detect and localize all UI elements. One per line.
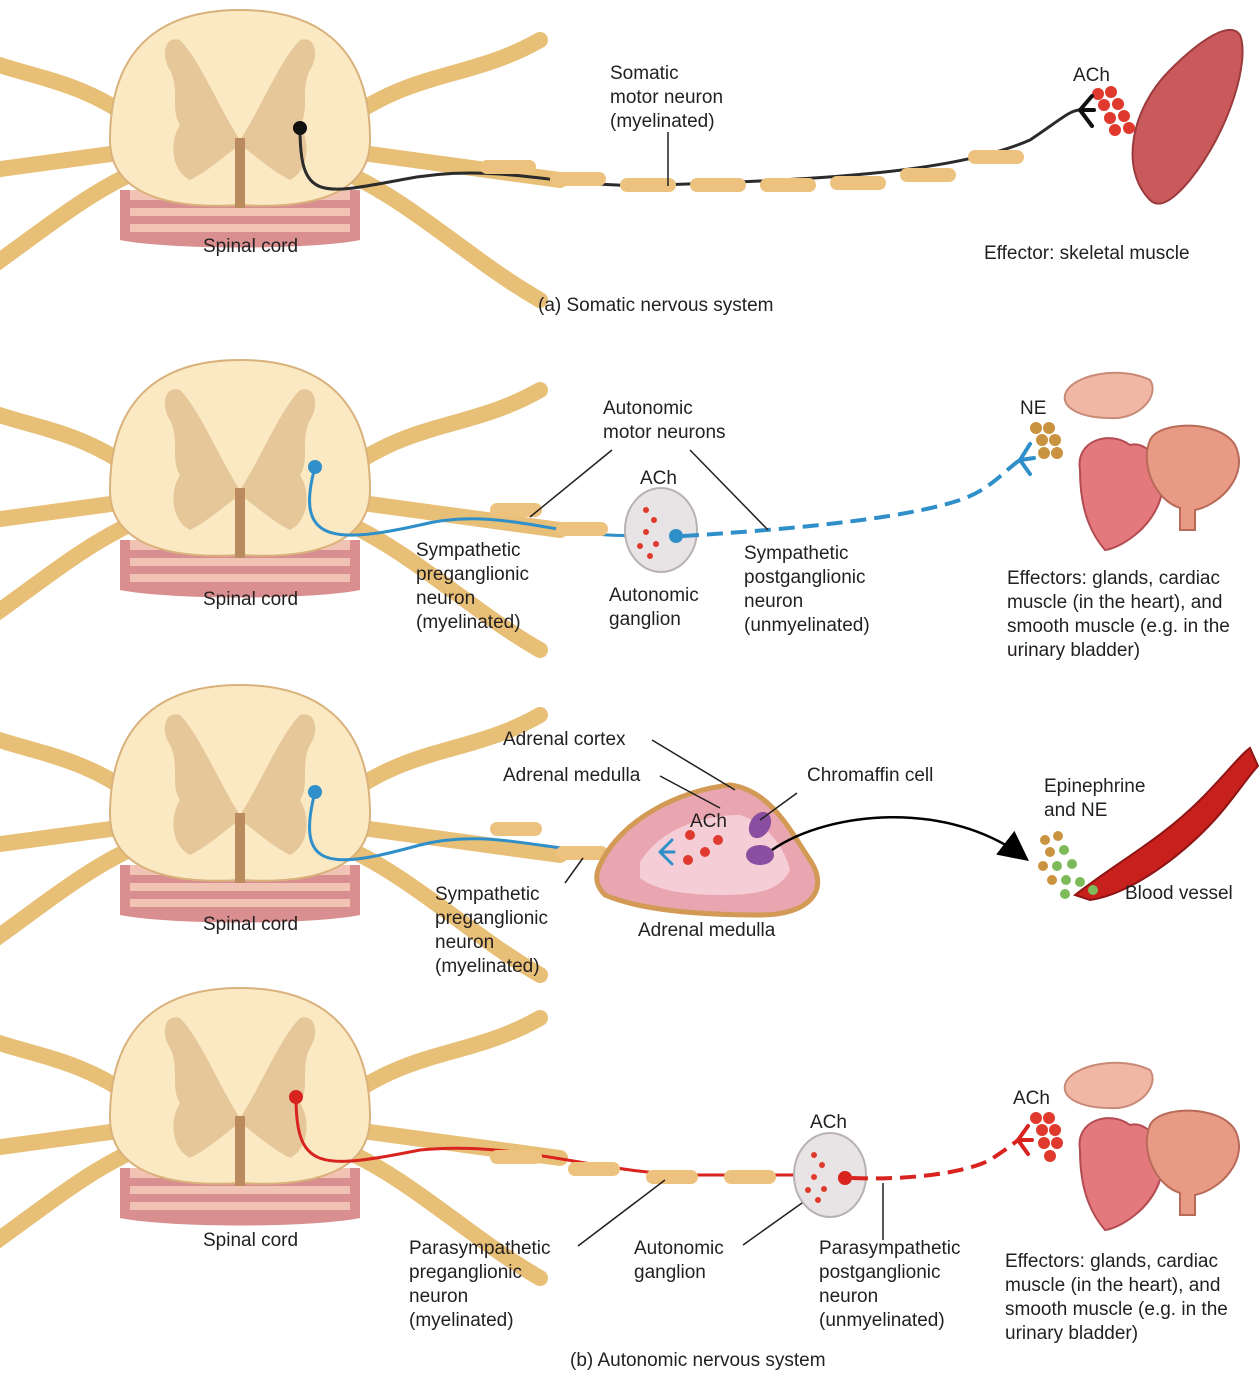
autonomic-ganglion-b3 xyxy=(794,1133,866,1217)
blood-vessel xyxy=(1075,748,1258,900)
adrenal-medulla-inner-label: Adrenal medulla xyxy=(503,764,640,788)
chromaffin-cell-label: Chromaffin cell xyxy=(807,764,933,788)
spinal-cord-label-a: Spinal cord xyxy=(203,235,298,259)
autonomic-ganglion-b1 xyxy=(625,488,697,572)
ach-vesicles-b3 xyxy=(1030,1112,1063,1162)
myelin-sheaths-a xyxy=(480,150,1024,192)
epinephrine-ne-vesicles xyxy=(1038,831,1098,899)
parasympathetic-neuron-body xyxy=(289,1090,303,1104)
caption-b: (b) Autonomic nervous system xyxy=(570,1349,826,1373)
axon-terminal-a xyxy=(1080,96,1094,126)
effectors-label-b3: Effectors: glands, cardiac muscle (in th… xyxy=(1005,1250,1228,1346)
somatic-neuron-label: Somatic motor neuron (myelinated) xyxy=(610,62,770,134)
postganglionic-body-b1 xyxy=(669,529,683,543)
autonomic-motor-neurons-label: Autonomic motor neurons xyxy=(603,397,726,445)
autonomic-ganglion-label-b3: Autonomic ganglion xyxy=(634,1237,724,1285)
bladder-b3 xyxy=(1147,1111,1239,1215)
axon-terminal-b1 xyxy=(1020,444,1034,474)
secretion-arrow xyxy=(772,817,1025,858)
sympathetic-post-label: Sympathetic postganglionic neuron (unmye… xyxy=(744,542,870,638)
spinal-cord-label-b3: Spinal cord xyxy=(203,1229,298,1253)
ach-vesicles-a xyxy=(1092,86,1135,136)
myelin-sheaths-b3 xyxy=(490,1150,776,1184)
gland-b3 xyxy=(1065,1063,1153,1108)
postganglionic-body-b3 xyxy=(838,1171,852,1185)
gland-b1 xyxy=(1065,373,1153,418)
somatic-neuron-body xyxy=(293,121,307,135)
epinephrine-ne-label: Epinephrine and NE xyxy=(1044,775,1145,823)
adrenal-cortex-label: Adrenal cortex xyxy=(503,728,626,752)
adrenal-medulla-label: Adrenal medulla xyxy=(638,919,775,943)
parasympathetic-pre-label: Parasympathetic preganglionic neuron (my… xyxy=(409,1237,551,1333)
axon-terminal-b3 xyxy=(1018,1126,1032,1154)
spinal-cord-label-b2: Spinal cord xyxy=(203,913,298,937)
sympathetic-neuron-body-b1 xyxy=(308,460,322,474)
skeletal-muscle xyxy=(1133,30,1243,204)
effector-label-a: Effector: skeletal muscle xyxy=(984,242,1190,266)
effectors-label-b1: Effectors: glands, cardiac muscle (in th… xyxy=(1007,567,1230,663)
ach-effector-label-b3: ACh xyxy=(1013,1087,1050,1111)
blood-vessel-label: Blood vessel xyxy=(1125,882,1233,906)
bladder-b1 xyxy=(1147,426,1239,530)
sympathetic-post-axon-b1 xyxy=(683,460,1020,536)
caption-a: (a) Somatic nervous system xyxy=(538,294,773,318)
parasympathetic-post-label: Parasympathetic postganglionic neuron (u… xyxy=(819,1237,961,1333)
ach-ganglion-label-b1: ACh xyxy=(640,467,677,491)
ach-label-b2: ACh xyxy=(690,810,727,834)
sympathetic-pre-label-b1: Sympathetic preganglionic neuron (myelin… xyxy=(416,539,529,635)
ne-label: NE xyxy=(1020,397,1046,421)
parasympathetic-post-axon xyxy=(852,1140,1018,1178)
spinal-cord-label-b1: Spinal cord xyxy=(203,588,298,612)
ach-ganglion-label-b3: ACh xyxy=(810,1111,847,1135)
ach-label-a: ACh xyxy=(1073,64,1110,88)
chromaffin-cell-2 xyxy=(746,845,774,865)
autonomic-ganglion-label-b1: Autonomic ganglion xyxy=(609,584,699,632)
sympathetic-pre-label-b2: Sympathetic preganglionic neuron (myelin… xyxy=(435,883,548,979)
sympathetic-neuron-body-b2 xyxy=(308,785,322,799)
ne-vesicles-b1 xyxy=(1030,422,1063,459)
